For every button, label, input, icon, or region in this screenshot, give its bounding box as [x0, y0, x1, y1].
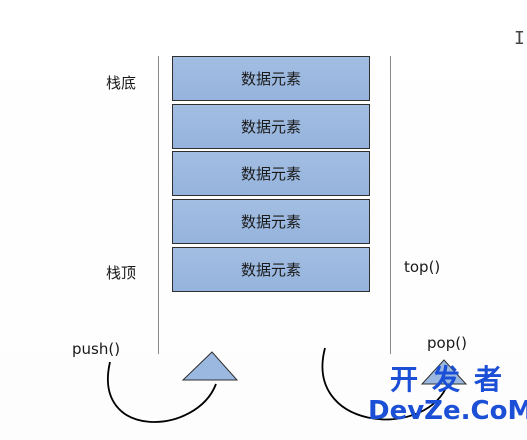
pop-function-label: pop() [427, 334, 467, 352]
text-cursor-icon: I [514, 28, 525, 49]
push-arrow-curve [107, 361, 217, 423]
stack-cell-3: 数据元素 [172, 151, 370, 196]
stack-top-label: 栈顶 [106, 264, 137, 282]
top-function-label: top() [404, 258, 441, 276]
stack-cell-1: 数据元素 [172, 56, 370, 101]
stack-cell-2: 数据元素 [172, 104, 370, 149]
watermark-line2: DevZe.CoM [368, 396, 527, 426]
stack-right-wall [390, 56, 391, 354]
stack-left-wall [158, 56, 159, 354]
push-function-label: push() [72, 340, 121, 358]
pop-arrow-head [420, 359, 468, 385]
pop-arrow-curve [321, 347, 447, 421]
watermark-line1: 开发者 [389, 363, 516, 396]
stack-cell-4: 数据元素 [172, 199, 370, 244]
push-arrow-head [181, 351, 239, 381]
stack-cell-5: 数据元素 [172, 247, 370, 292]
watermark: 开发者 DevZe.CoM [368, 363, 527, 426]
stack-bottom-label: 栈底 [106, 74, 137, 92]
